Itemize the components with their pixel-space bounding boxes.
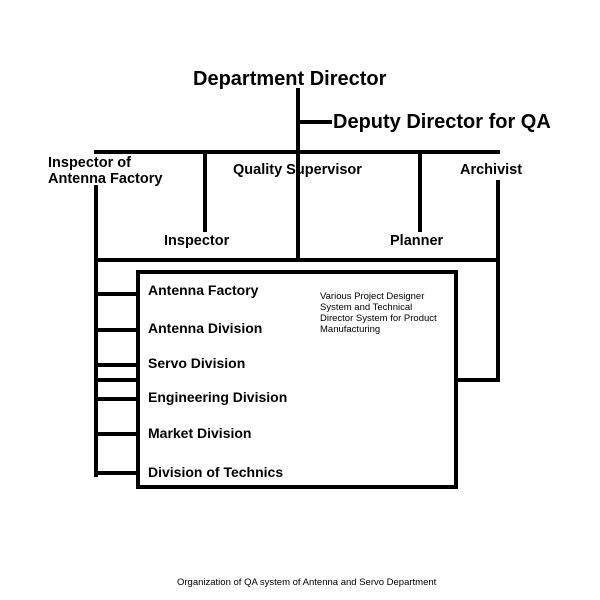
inspector-label: Inspector [164,233,230,249]
note-line-2: System and Technical [320,301,413,313]
deputy-director-label: Deputy Director for QA [333,111,551,133]
inspector-antenna-factory-line-1: Inspector of [48,155,131,171]
inspector-antenna-factory-line-2: Antenna Factory [48,171,163,188]
division-of-technics: Division of Technics [148,464,284,480]
department-director-label: Department Director [193,68,387,90]
division-engineering-division: Engineering Division [148,389,288,405]
division-antenna-factory: Antenna Factory [148,282,259,298]
inspector-antenna-factory-label: Inspector of Antenna Factory [48,155,162,187]
note-line-3: Director System for Product [320,312,437,324]
archivist-label: Archivist [460,162,523,178]
quality-supervisor-label: Quality Supervisor [233,162,362,178]
division-antenna-division: Antenna Division [148,320,263,336]
division-servo-division: Servo Division [148,355,246,371]
systems-note: Various Project Designer System and Tech… [320,291,437,336]
planner-label: Planner [390,233,444,249]
note-line-4: Manufacturing [320,323,381,335]
figure-caption: Organization of QA system of Antenna and… [177,577,437,588]
division-market-division: Market Division [148,425,252,441]
note-line-1: Various Project Designer [320,291,425,302]
divisions-box [136,270,458,489]
